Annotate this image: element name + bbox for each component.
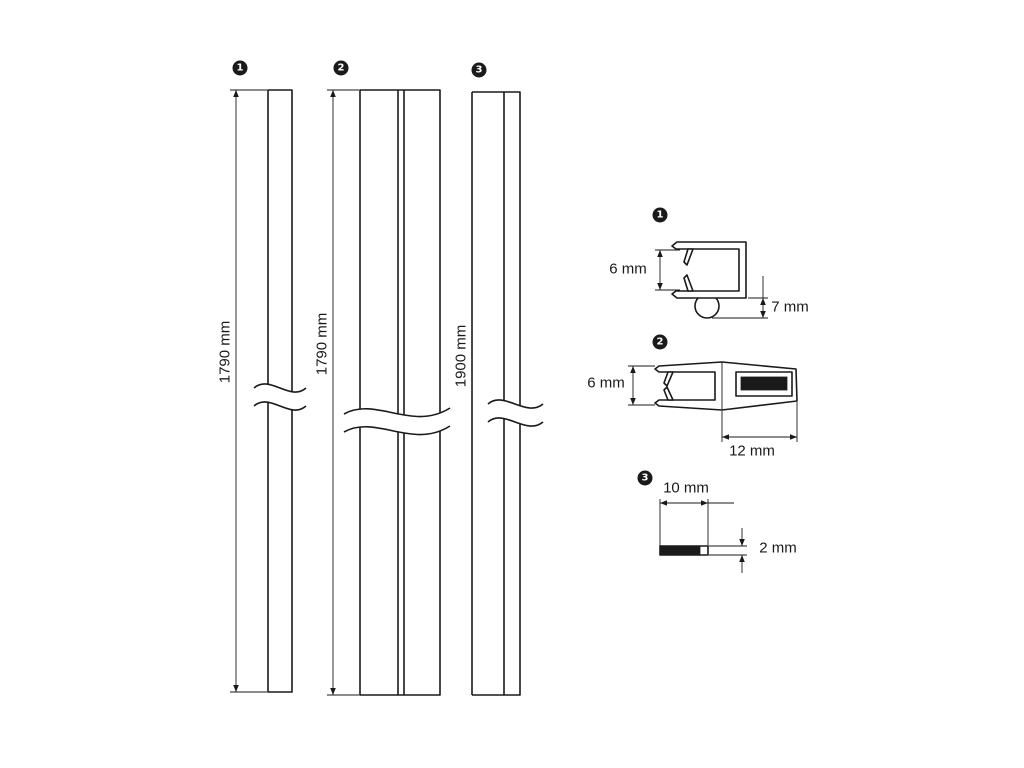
profile-3-marker: 3 — [637, 470, 653, 486]
strip-2-length-label: 1790 mm — [314, 313, 331, 376]
profile-1-marker: 1 — [652, 207, 668, 223]
strip-1: 1 1790 mm — [217, 60, 307, 693]
strip-1-marker: 1 — [232, 60, 248, 76]
profile-1-channel — [671, 241, 747, 299]
profile-1: 1 6 mm 7 mm — [609, 207, 809, 319]
profile-3-marker-number: 3 — [642, 473, 649, 484]
profile-1-fin-top — [683, 248, 694, 266]
strip-3-break-gap — [488, 399, 543, 427]
profile-2-magnet — [740, 376, 788, 391]
profile-2-height-label: 6 mm — [587, 375, 625, 392]
profile-2-fin-top — [663, 371, 674, 387]
profile-2-width-label: 12 mm — [729, 443, 775, 460]
profile-2: 2 6 mm 12 mm — [587, 334, 798, 460]
strip-1-break-gap — [254, 383, 306, 411]
strip-2: 2 1790 mm — [314, 60, 451, 696]
strip-1-length-label: 1790 mm — [217, 321, 234, 384]
strip-3-break-wave-top — [487, 399, 544, 409]
strip-3-body — [503, 91, 521, 696]
profile-3: 3 10 mm 2 mm — [637, 470, 797, 573]
strip-3-break — [487, 399, 544, 427]
profile-3-strip — [659, 545, 701, 556]
strip-2-break-wave-top — [343, 407, 451, 418]
strip-2-marker: 2 — [333, 60, 349, 76]
strip-1-marker-number: 1 — [237, 63, 244, 74]
strip-3-break-wave-bottom — [487, 417, 544, 427]
strip-1-marker-badge — [232, 60, 248, 76]
profile-2-marker-badge — [652, 334, 668, 350]
profile-2-marker-number: 2 — [657, 337, 664, 348]
profile-3-marker-badge — [637, 470, 653, 486]
strip-3-marker-number: 3 — [476, 65, 483, 76]
strip-2-break-gap — [344, 408, 450, 435]
strip-2-marker-badge — [333, 60, 349, 76]
profile-3-thickness-label: 2 mm — [759, 540, 797, 557]
strip-1-break-wave-bottom — [253, 401, 307, 411]
strip-3-marker: 3 — [471, 62, 487, 78]
profile-3-width-label: 10 mm — [663, 480, 709, 497]
profile-2-fin-bottom — [663, 386, 674, 401]
strip-3: 3 1900 mm — [453, 62, 544, 696]
profile-1-height-label: 6 mm — [609, 261, 647, 278]
strip-2-body — [359, 89, 441, 696]
profile-1-bulb-height-label: 7 mm — [771, 299, 809, 316]
profile-1-marker-badge — [652, 207, 668, 223]
strip-1-break-wave-top — [253, 383, 307, 393]
profile-2-marker: 2 — [652, 334, 668, 350]
strip-2-marker-number: 2 — [338, 63, 345, 74]
profile-1-marker-number: 1 — [657, 210, 664, 221]
strip-3-marker-badge — [471, 62, 487, 78]
strip-3-length-label: 1900 mm — [453, 325, 470, 388]
strip-1-break — [253, 383, 307, 411]
profile-1-fin-bottom — [683, 274, 694, 292]
strip-2-break-wave-bottom — [343, 425, 451, 436]
strip-2-break — [343, 407, 451, 436]
